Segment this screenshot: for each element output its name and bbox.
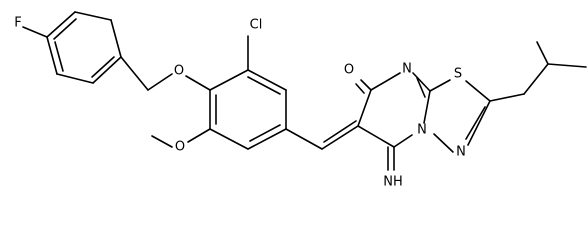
bond [536, 41, 549, 65]
bond [357, 89, 372, 127]
bond [360, 79, 372, 91]
carbonyl-oxygen-label: O [344, 63, 354, 78]
bond [74, 11, 112, 21]
bond [209, 69, 249, 91]
bond [110, 19, 122, 58]
bond [323, 120, 357, 143]
bond [53, 18, 77, 40]
bond [120, 56, 149, 91]
bond [393, 134, 413, 148]
bond [185, 75, 211, 91]
bond [547, 63, 587, 68]
bond [247, 69, 287, 91]
ether-oxygen-label: O [174, 64, 184, 79]
bond [412, 72, 431, 92]
bonds [22, 11, 587, 171]
bond [22, 26, 48, 38]
bond [187, 128, 211, 143]
bond [46, 36, 58, 75]
bond [465, 80, 491, 102]
bond [423, 90, 431, 124]
bond [355, 83, 365, 94]
bond [147, 73, 173, 91]
bond [46, 11, 76, 38]
bond [416, 77, 426, 98]
azole-nitrogen-label: N [456, 145, 466, 160]
bond [357, 125, 395, 148]
bond [465, 106, 486, 140]
bond [209, 128, 249, 150]
bond [54, 41, 64, 72]
bond [370, 72, 401, 91]
bond [285, 128, 323, 150]
bond [151, 135, 173, 148]
bond [91, 56, 115, 78]
bond [247, 128, 287, 150]
chlorine-label: Cl [250, 18, 263, 33]
bond [247, 76, 281, 95]
bond [321, 125, 359, 150]
bond [56, 73, 94, 84]
bond [249, 124, 281, 142]
methoxy-oxygen-label: O [175, 140, 185, 155]
bond [523, 63, 549, 95]
bond [429, 79, 451, 92]
bond [433, 133, 454, 153]
fluorine-label: F [14, 16, 21, 31]
sulfur-label: S [454, 67, 462, 82]
bridge-nitrogen-label: N [417, 123, 427, 138]
imine-label: NH [383, 175, 403, 190]
bond [92, 56, 122, 84]
ring-nitrogen-label: N [402, 62, 412, 77]
bond [489, 93, 525, 102]
molecule-structure: F O Cl O O N S N N NH [14, 11, 587, 190]
bond [467, 100, 491, 146]
